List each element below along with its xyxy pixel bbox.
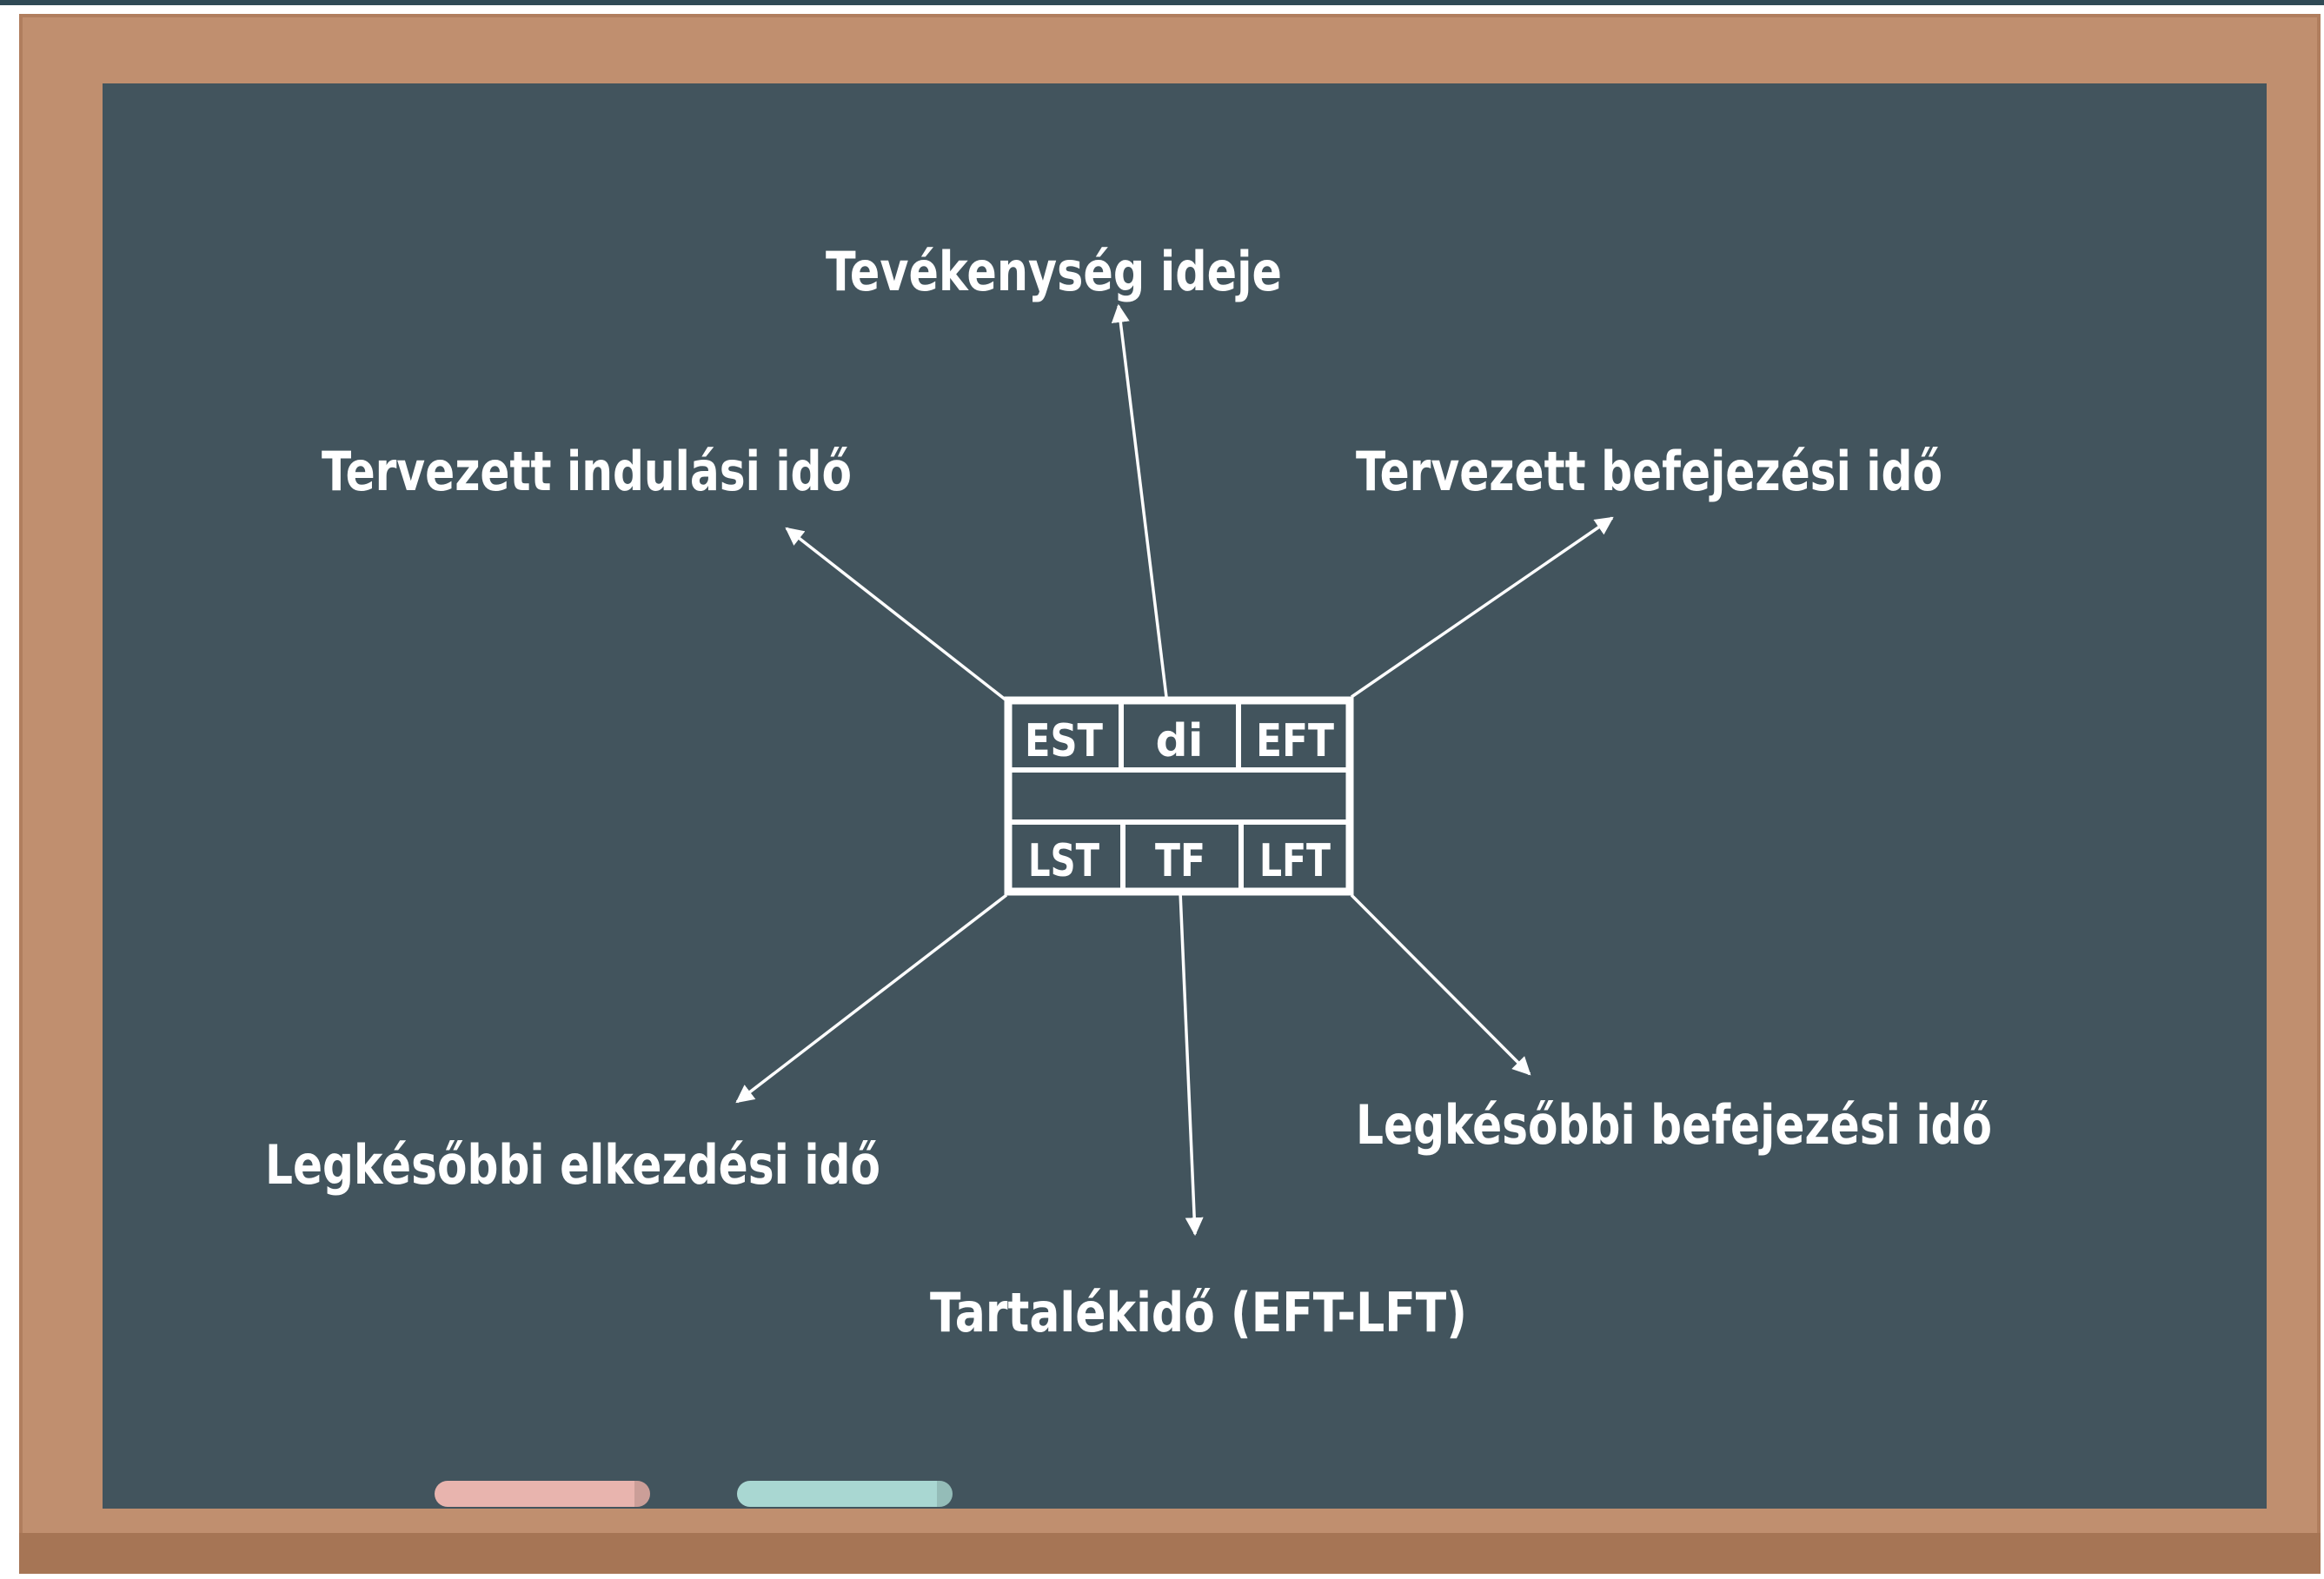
cell-est: EST: [1025, 715, 1103, 767]
cell-tf: TF: [1155, 835, 1205, 887]
arrow-latest-start: [735, 893, 1008, 1104]
label-activity-duration: Tevékenység ideje: [826, 240, 1282, 303]
arrow-planned-start: [785, 527, 1008, 702]
chalkboard: [103, 83, 2267, 1509]
arrow-float: [1179, 891, 1204, 1237]
cell-lft: LFT: [1259, 835, 1331, 887]
top-strip: [0, 0, 2324, 5]
arrow-latest-finish: [1350, 893, 1531, 1076]
label-planned-finish: Tervezett befejezési idő: [1356, 440, 1942, 503]
label-latest-finish: Legkésőbbi befejezési idő: [1356, 1093, 1992, 1157]
cell-lst: LST: [1028, 835, 1099, 887]
label-planned-start: Tervezett indulási idő: [322, 440, 852, 503]
label-float: Tartalékidő (EFT-LFT): [930, 1281, 1467, 1344]
arrow-activity-duration: [1111, 303, 1168, 698]
label-latest-start: Legkésőbbi elkezdési idő: [265, 1133, 880, 1197]
node-box: [1004, 696, 1354, 896]
chalkboard-frame-ledge: [19, 1533, 2321, 1574]
arrow-planned-finish: [1351, 516, 1614, 699]
cell-di: di: [1155, 715, 1203, 767]
cell-eft: EFT: [1256, 715, 1334, 767]
pink-chalk: [435, 1481, 650, 1507]
teal-chalk: [737, 1481, 953, 1507]
